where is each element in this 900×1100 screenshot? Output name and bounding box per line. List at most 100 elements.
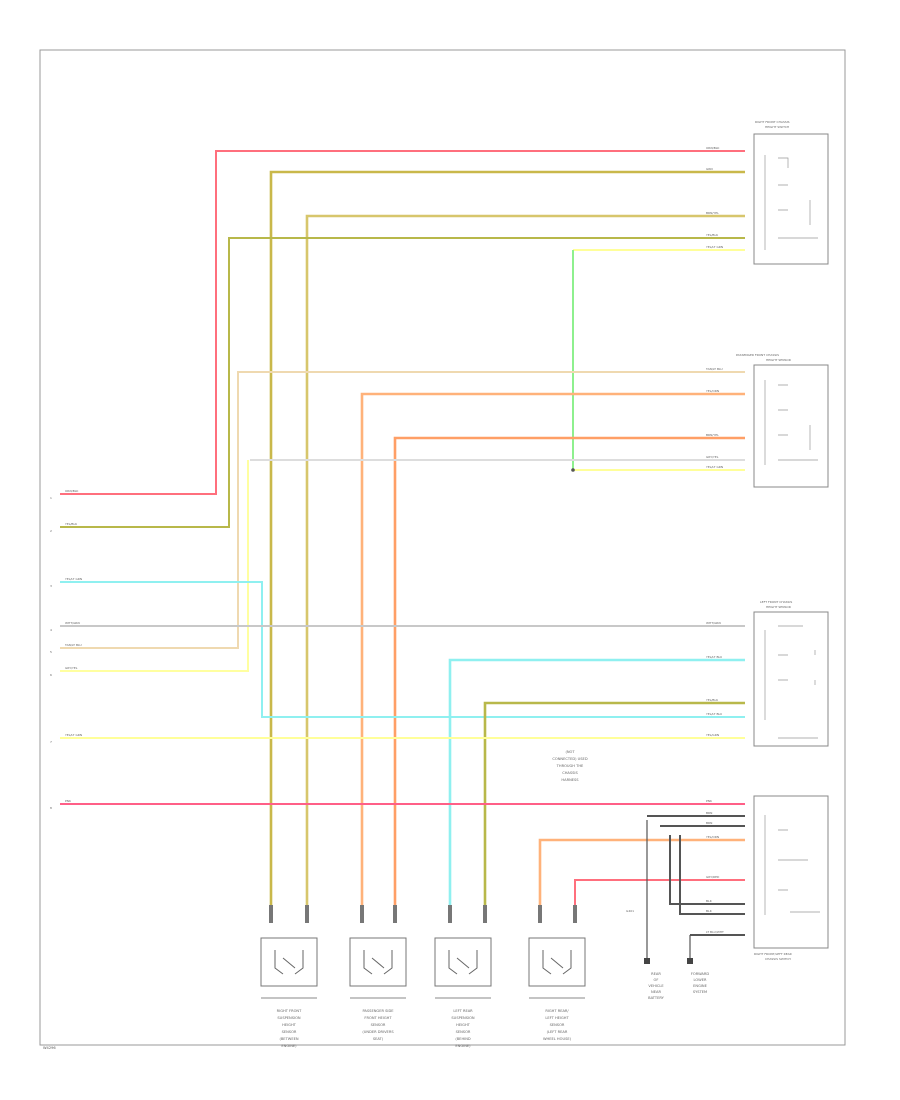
svg-text:G401: G401 bbox=[626, 909, 634, 913]
sensor-label-line: LEFT HEIGHT bbox=[545, 1016, 569, 1020]
svg-text:HEIGHT SENSOR: HEIGHT SENSOR bbox=[766, 358, 791, 362]
tan-ltblu-wire bbox=[60, 371, 745, 649]
wire-terminal bbox=[360, 905, 364, 923]
right-front-wire-label: GRN bbox=[706, 167, 713, 171]
sensor-block: RIGHT REAR/LEFT HEIGHT SENSOR (LEFT REAR WH… bbox=[528, 937, 586, 1041]
bottom-sensors: RIGHT FRONT SUSPENSION HEIGHT SENSOR (BETWEE… bbox=[260, 937, 586, 1048]
sensor-label-line: SENSOR bbox=[456, 1030, 471, 1034]
pin-wire-label: YEL/LT GRN bbox=[65, 733, 82, 737]
sensor-label-line: RIGHT FRONT bbox=[277, 1009, 302, 1013]
sensor-label-line: WHEEL HOUSE) bbox=[543, 1037, 572, 1041]
sensor-label-line: RIGHT REAR/ bbox=[545, 1009, 569, 1013]
yel-blk-wire bbox=[60, 237, 745, 528]
right-front-wire-label: BRN/YEL bbox=[706, 211, 719, 215]
orn-blk-wire bbox=[60, 150, 745, 495]
sensor-label-line: SUSPENSION bbox=[451, 1016, 474, 1020]
right-front-wire-label: YEL/LT GRN bbox=[706, 245, 723, 249]
sensor-label-line: SENSOR bbox=[550, 1023, 565, 1027]
right-rear-wire-label: BRN bbox=[706, 821, 712, 825]
left-front-wire-label: YEL/LT BLU bbox=[706, 655, 722, 659]
sensor-label-line: (UNDER DRIVERS bbox=[362, 1030, 394, 1034]
blk-wire-2 bbox=[679, 835, 745, 915]
blk-wire-1 bbox=[669, 835, 745, 905]
left-front-wire-label: YEL/BLK bbox=[706, 698, 719, 702]
splice-dot bbox=[571, 468, 575, 472]
sensor-label-line: HEIGHT bbox=[456, 1023, 471, 1027]
right-rear-wire-label: BLK bbox=[706, 909, 713, 913]
yel-orn-wire bbox=[360, 392, 745, 920]
sensor-label-line: PASSENGER SIDE bbox=[363, 1009, 395, 1013]
wire-terminal bbox=[573, 905, 577, 923]
yel-ltblu-wire-lf bbox=[448, 658, 745, 920]
pin-wire-label: YEL/BLK bbox=[65, 522, 78, 526]
pin-wire-label: GRY/YEL bbox=[65, 666, 78, 670]
passenger-front-wire-label: GRY/YEL bbox=[706, 455, 719, 459]
wire-terminal bbox=[305, 905, 309, 923]
grn-wire bbox=[269, 170, 745, 920]
right-rear-wire-label: PNK bbox=[706, 799, 713, 803]
passenger-front-switch: PASSENGER FRONT CHASSIS HEIGHT SENSOR bbox=[736, 353, 829, 488]
sensor-label-line: (BEHIND bbox=[455, 1037, 471, 1041]
right-rear-wire-label: LT BLU/WHT bbox=[706, 930, 724, 934]
pin-number: 1 bbox=[50, 496, 52, 500]
sensor-label-line: SENSOR bbox=[282, 1030, 297, 1034]
sensor-label-line: SUSPENSION bbox=[277, 1016, 300, 1020]
sensor-label-line: (LEFT REAR bbox=[547, 1030, 568, 1034]
svg-text:CHASSIS SWITCH: CHASSIS SWITCH bbox=[765, 957, 791, 961]
right-front-switch: RIGHT FRONT CHASSIS HEIGHT SWITCH bbox=[753, 120, 829, 265]
passenger-front-wire-label: TAN/LT BLU bbox=[705, 367, 723, 371]
ground-label-line: VEHICLE bbox=[648, 984, 664, 988]
center-note-line: THROUGH THE bbox=[556, 764, 584, 768]
center-note-line: (NOT bbox=[565, 750, 575, 754]
wire-terminal bbox=[393, 905, 397, 923]
left-front-wire-label: YEL/LT BLU bbox=[706, 712, 722, 716]
sensor-label-line: ENGINE) bbox=[455, 1044, 471, 1048]
svg-text:LEFT FRONT CHASSIS: LEFT FRONT CHASSIS bbox=[760, 600, 792, 604]
sensor-label-line: (BETWEEN bbox=[279, 1037, 298, 1041]
pin-wire-label: TAN/LT BLU bbox=[64, 643, 82, 647]
right-rear-switch: RIGHT FRONT/LEFT REAR CHASSIS SWITCH bbox=[753, 795, 829, 961]
yel-ltblu-wire bbox=[60, 581, 745, 718]
ground-label-line: LOWER bbox=[693, 978, 707, 982]
right-front-wire-label: ORN/BLK bbox=[706, 146, 720, 150]
wire-terminal bbox=[538, 905, 542, 923]
left-front-wire-label: WHT/GRN bbox=[706, 621, 721, 625]
yel-blk-wire-lf bbox=[483, 701, 745, 920]
diagram-frame bbox=[39, 49, 846, 1046]
ground-label-line: BATTERY bbox=[648, 996, 665, 1000]
right-front-wire-label: YEL/BLK bbox=[706, 233, 719, 237]
brn-yel-wire-top bbox=[305, 214, 745, 920]
passenger-front-wire-label: YEL/LT GRN bbox=[706, 465, 723, 469]
pin-number: 2 bbox=[50, 529, 52, 533]
right-rear-wire-label: YEL/ORN bbox=[706, 835, 719, 839]
sensor-label-line: SEAT) bbox=[373, 1037, 384, 1041]
sensor-block: RIGHT FRONTSUSPENSIONHEIGHTSENSOR(BETWEE… bbox=[260, 937, 318, 1048]
svg-text:RIGHT FRONT CHASSIS: RIGHT FRONT CHASSIS bbox=[755, 120, 790, 124]
pin-number: 6 bbox=[50, 673, 52, 677]
wire-terminal bbox=[483, 905, 487, 923]
pin-wire-label: ORN/BLK bbox=[65, 489, 79, 493]
pin-number: 8 bbox=[50, 806, 52, 810]
center-note-line: CONNECTED) USED bbox=[552, 757, 587, 761]
wire-terminal bbox=[448, 905, 452, 923]
pin-wire-label: PNK bbox=[65, 799, 72, 803]
right-rear-wire-label: GRY/RED bbox=[706, 875, 720, 879]
ground-label-line: FORWARD bbox=[691, 972, 710, 976]
right-rear-wire-label: BRN bbox=[706, 811, 712, 815]
pin-wire-label: WHT/GRN bbox=[65, 621, 80, 625]
switch-wire-labels: ORN/BLK GRN BRN/YEL YEL/BLK YEL/LT GRN TAN/LT… bbox=[705, 146, 724, 934]
passenger-front-wire-label: YEL/ORN bbox=[706, 389, 719, 393]
right-rear-wire-label: BLK bbox=[706, 899, 713, 903]
center-note-line: HARNESS bbox=[561, 778, 579, 782]
sensor-label-line: LEFT REAR bbox=[453, 1009, 473, 1013]
ground-label-line: REAR bbox=[651, 972, 661, 976]
ground-label-line: ENGINE bbox=[693, 984, 707, 988]
svg-text:HEIGHT SWITCH: HEIGHT SWITCH bbox=[765, 125, 789, 129]
left-front-wire-label: YEL/GRN bbox=[706, 733, 719, 737]
